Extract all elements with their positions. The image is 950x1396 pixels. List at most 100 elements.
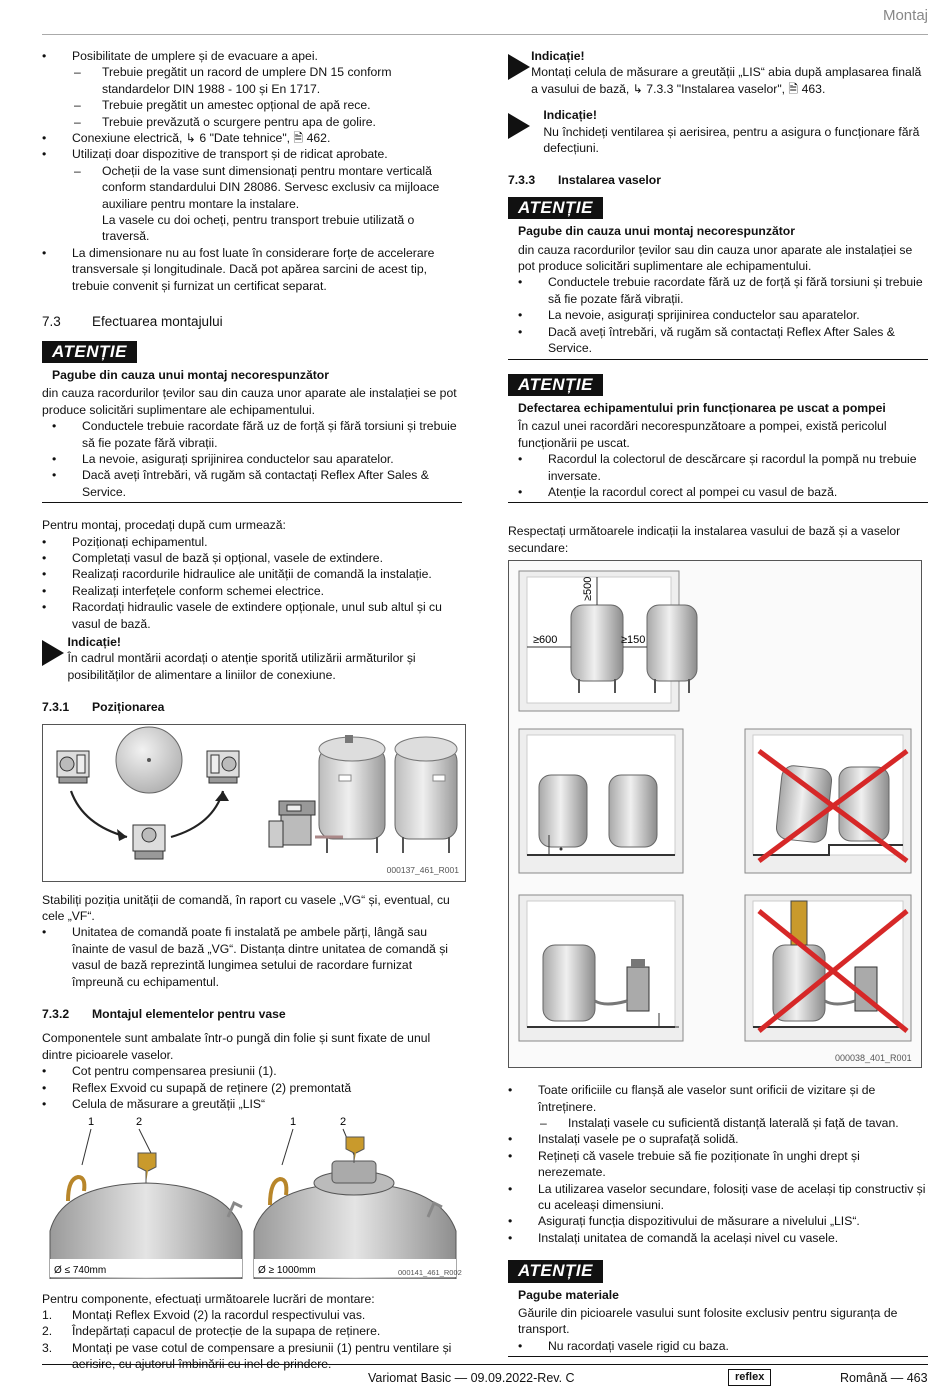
figure-code: 000137_461_R001 [386, 865, 459, 876]
hint-text: Nu închideți ventilarea și aerisirea, pe… [543, 124, 920, 156]
list-item: Conductele trebuie racordate fără uz de … [42, 418, 462, 451]
left-column: Posibilitate de umplere și de evacuare a… [42, 48, 466, 1373]
warning-title: Defectarea echipamentului prin funcționa… [518, 400, 886, 415]
list-item: La dimensionare nu au fost luate în cons… [42, 245, 462, 294]
uneven-floor-panel [744, 728, 912, 874]
control-unit-left-icon [56, 750, 90, 784]
components-list: Cot pentru compensarea presiunii (1).Ref… [42, 1063, 462, 1113]
list-item: Instalați vasele cu suficientă distanță … [508, 1115, 928, 1132]
rigid-connection-panel [744, 894, 912, 1042]
list-item: Trebuie pregătit un amestec opțional de … [42, 97, 462, 114]
list-item: Dacă aveți întrebări, vă rugăm să contac… [42, 467, 462, 500]
position-bullet: Unitatea de comandă poate fi instalată p… [42, 924, 462, 990]
list-item: Instalați unitatea de comandă la același… [508, 1230, 928, 1247]
vessel-components-figure: 1 2 1 2 Ø ≤ 740m [42, 1112, 466, 1279]
list-item: Racordul la colectorul de descărcare și … [508, 451, 928, 484]
work-step: 2.Îndepărtați capacul de protecție de la… [42, 1324, 381, 1339]
warning-text: din cauza racordurilor țevilor sau din c… [518, 242, 913, 274]
list-item: La vasele cu doi ocheți, pentru transpor… [102, 213, 415, 244]
hint-arrow-icon [508, 48, 531, 97]
callout-2b: 2 [340, 1116, 346, 1128]
figure-code-2: 000141_461_R002 [398, 1268, 462, 1277]
callout-1b: 1 [290, 1116, 296, 1128]
list-item: Racordați hidraulic vasele de extindere … [42, 599, 462, 632]
free-standing-panel [518, 894, 684, 1042]
list-item: Reflex Exvoid cu supapă de reținere (2) … [42, 1080, 462, 1097]
diameter-small-label: Ø ≤ 740mm [54, 1265, 106, 1276]
warning-badge: ATENȚIE [42, 340, 137, 363]
warning-box-4: ATENȚIE Pagube materiale Găurile din pic… [508, 1260, 928, 1358]
work-intro: Pentru componente, efectuați următoarele… [42, 1291, 375, 1306]
list-item: Conexiune electrică, ↳ 6 "Date tehnice",… [42, 130, 462, 147]
list-item: Nu racordați vasele rigid cu baza. [508, 1338, 928, 1355]
warning-text: Găurile din picioarele vasului sunt folo… [518, 1306, 898, 1337]
hint-arrow-icon [42, 634, 67, 683]
warning-title: Pagube materiale [518, 1287, 619, 1302]
hint-text: În cadrul montării acordați o atenție sp… [67, 651, 416, 682]
work-step: 3.Montați pe vase cotul de compensare a … [42, 1340, 452, 1372]
control-unit-station-icon [268, 800, 343, 848]
warning-box-1: ATENȚIE Pagube din cauza unui montaj nec… [42, 340, 462, 504]
warning-title: Pagube din cauza unui montaj necorespunz… [52, 367, 329, 382]
procedure-list: Poziționați echipamentul.Completați vasu… [42, 534, 462, 632]
install-intro: Respectați următoarele indicații la inst… [508, 524, 901, 555]
reflex-logo: reflex [728, 1369, 772, 1386]
procedure-intro: Pentru montaj, procedați după cum urmeaz… [42, 518, 286, 533]
list-item: Realizați interfețele conform schemei el… [42, 583, 462, 600]
warning-badge: ATENȚIE [508, 196, 603, 220]
control-unit-bottom-icon [132, 824, 166, 860]
min-600-label: ≥600 [533, 634, 557, 646]
rotation-arrow-left [69, 790, 128, 838]
footer-page-info: Română — 463 [840, 1371, 928, 1385]
list-item: Conductele trebuie racordate fără uz de … [508, 274, 928, 307]
rotation-arrow-right [170, 790, 225, 838]
hint-box-2: Indicație! Montați celula de măsurare a … [508, 48, 928, 97]
components-text: Componentele sunt ambalate într-o pungă … [42, 1031, 431, 1062]
list-item: Cot pentru compensarea presiunii (1). [42, 1063, 462, 1080]
list-item: Rețineți că vasele trebuie să fie poziți… [508, 1148, 928, 1181]
page-number: 463 [906, 1371, 928, 1385]
position-text: Stabiliți poziția unității de comandă, î… [42, 892, 450, 924]
work-steps-list: 1.Montați Reflex Exvoid (2) la racordul … [42, 1307, 462, 1373]
spacing-panel: ≥600 ≥150 ≥500 [518, 570, 698, 712]
warning-badge: ATENȚIE [508, 373, 603, 396]
page-header-title: Montaj [882, 7, 928, 24]
callout-1: 1 [88, 1116, 94, 1128]
list-item: Poziționați echipamentul. [42, 534, 462, 551]
hint-box-1: Indicație! În cadrul montării acordați o… [42, 634, 462, 683]
right-column: Indicație! Montați celula de măsurare a … [508, 48, 928, 1358]
vessel-vg-icon [318, 734, 386, 853]
small-vessel-dome-icon [49, 1152, 243, 1279]
min-500-label: ≥500 [582, 577, 594, 601]
hint-title: Indicație! [543, 108, 597, 123]
warning-text: În cazul unei racordări necorespunzătoar… [518, 419, 887, 450]
list-item: Posibilitate de umplere și de evacuare a… [42, 48, 462, 65]
large-vessel-dome-icon [253, 1136, 457, 1279]
list-item: Instalați vasele pe o suprafață solidă. [508, 1131, 928, 1148]
work-step: 1.Montați Reflex Exvoid (2) la racordul … [42, 1307, 366, 1322]
installation-figure: ≥600 ≥150 ≥500 [508, 560, 922, 1069]
warning-box-2: ATENȚIE Pagube din cauza unui montaj nec… [508, 196, 928, 360]
list-item: Utilizați doar dispozitive de transport … [42, 146, 462, 163]
hint-arrow-icon [508, 107, 543, 156]
list-item: Completați vasul de bază și opțional, va… [42, 550, 462, 567]
header-rule [42, 34, 928, 35]
list-item: Asigurați funcția dispozitivului de măsu… [508, 1213, 928, 1230]
footer-rule [42, 1364, 928, 1365]
list-item: Toate orificiile cu flanșă ale vaselor s… [508, 1082, 928, 1115]
hint-box-3: Indicație! Nu închideți ventilarea și ae… [508, 107, 928, 156]
hint-text: Montați celula de măsurare a greutății „… [531, 65, 922, 96]
footer-document: Variomat Basic — 09.09.2022-Rev. C [368, 1371, 575, 1385]
min-150-label: ≥150 [621, 634, 645, 646]
callout-2: 2 [136, 1116, 142, 1128]
list-item: La utilizarea vaselor secundare, folosiț… [508, 1181, 928, 1214]
control-unit-right-icon [206, 750, 240, 784]
warning-badge: ATENȚIE [508, 1260, 603, 1283]
warning-text: din cauza racordurilor țevilor sau din c… [42, 386, 457, 417]
list-item: Ocheții de la vase sunt dimensionați pen… [42, 163, 462, 212]
vessel-vf-icon [394, 736, 458, 853]
installation-notes-list: Toate orificiile cu flanșă ale vaselor s… [508, 1082, 928, 1246]
list-item: Celula de măsurare a greutății „LIS“ [42, 1096, 462, 1113]
